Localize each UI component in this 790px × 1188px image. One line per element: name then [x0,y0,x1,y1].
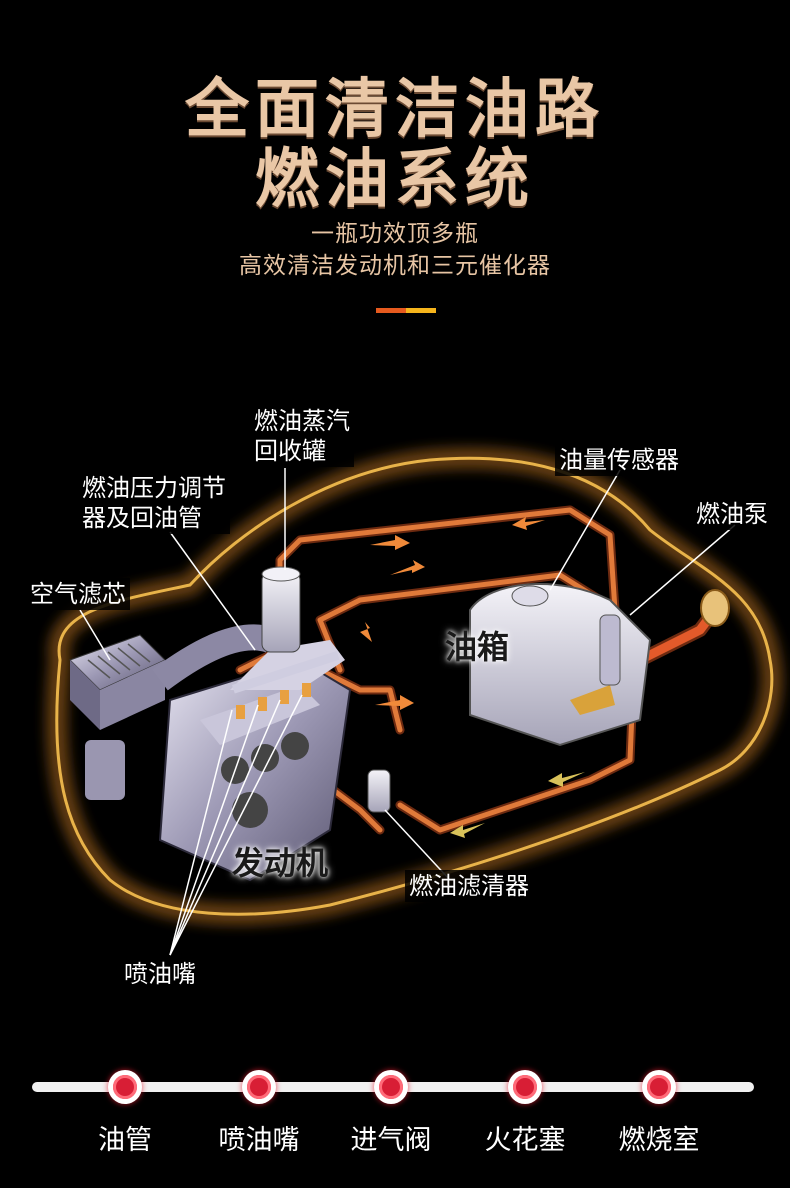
accent-bar-yellow [406,308,436,313]
fuel-filter [367,769,391,813]
fuel-rail [232,651,340,719]
label-injector: 喷油嘴 [120,958,200,990]
label-vapor-recovery: 燃油蒸汽 回收罐 [250,405,354,467]
timeline-dot-2 [242,1070,276,1104]
timeline-label-3: 进气阀 [350,1125,432,1156]
vapor-canister [261,566,301,653]
label-engine: 发动机 [232,844,329,882]
label-fuel-tank: 油箱 [445,628,510,666]
fuel-tank [469,583,652,747]
intake-tube [152,624,275,691]
flow-arrows [360,517,585,838]
timeline-dot-3 [374,1070,408,1104]
timeline-label-2: 喷油嘴 [218,1125,300,1156]
leader-lines [79,468,736,956]
fuel-system-illustration [45,447,783,956]
label-pressure-regulator: 燃油压力调节 器及回油管 [78,472,230,534]
timeline-label-5: 燃烧室 [618,1125,700,1156]
label-air-filter: 空气滤芯 [26,578,130,610]
timeline-label-1: 油管 [98,1125,152,1156]
fuel-filler [700,589,730,627]
page-title-line1: 全面清洁油路 [185,73,605,147]
label-vapor-recovery-text: 燃油蒸汽 回收罐 [254,407,350,465]
page-title-line2: 燃油系统 [255,143,535,217]
accent-bar-red [376,308,406,313]
label-fuel-pump: 燃油泵 [692,498,772,530]
label-fuel-level-sensor: 油量传感器 [555,444,683,476]
subtitle-line2: 高效清洁发动机和三元催化器 [239,253,551,279]
label-fuel-filter: 燃油滤清器 [405,870,533,902]
air-filter [69,634,166,800]
timeline-dot-4 [508,1070,542,1104]
label-pressure-regulator-text: 燃油压力调节 器及回油管 [82,474,226,532]
timeline-label-4: 火花塞 [484,1125,566,1156]
car-outline [45,447,783,926]
subtitle-line1: 一瓶功效顶多瓶 [311,221,479,247]
timeline-dot-5 [642,1070,676,1104]
timeline-dot-1 [108,1070,142,1104]
